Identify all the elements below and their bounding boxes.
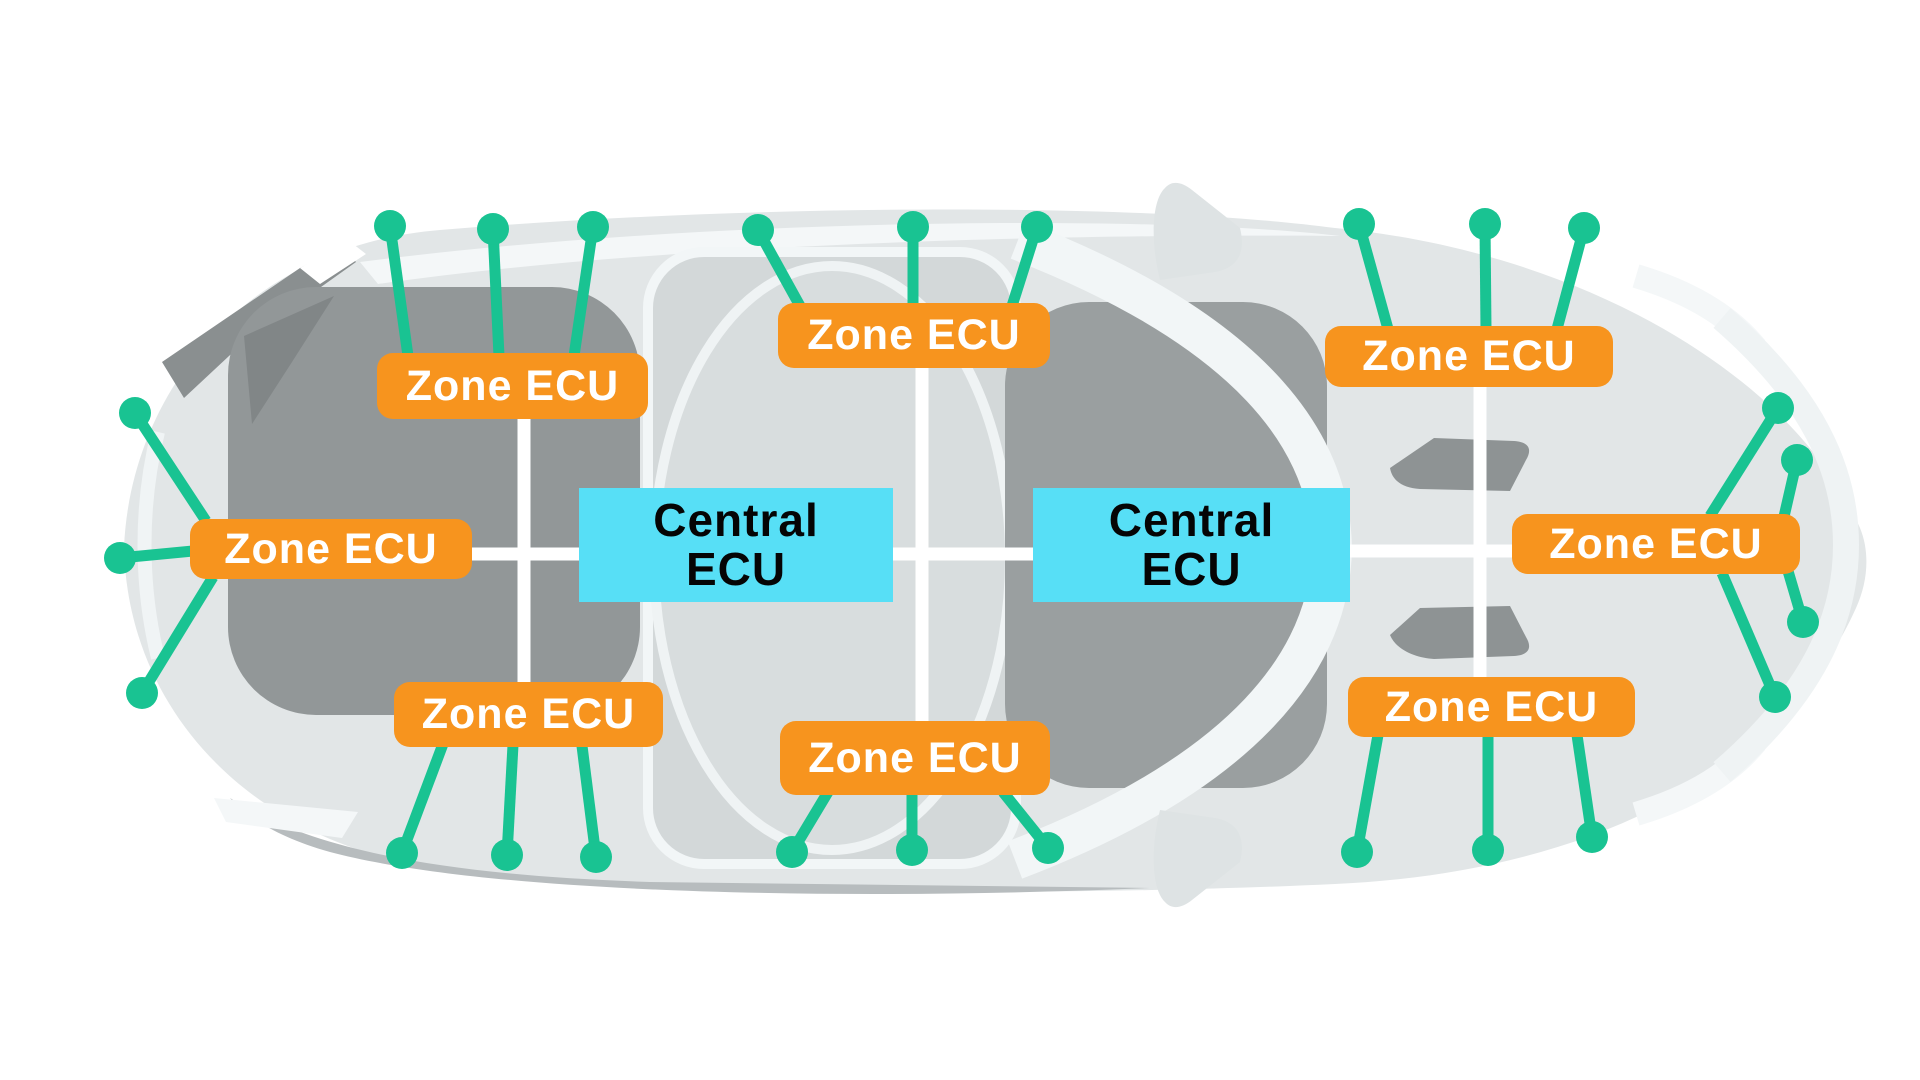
- sensor-node: [126, 677, 158, 709]
- sensor-node: [1762, 392, 1794, 424]
- sensor-node: [1576, 821, 1608, 853]
- car-rear-edge-highlight: [137, 430, 165, 660]
- sensor-link: [1479, 223, 1492, 330]
- central-ecu-label-line: ECU: [685, 543, 787, 595]
- sensor-node: [1469, 208, 1501, 240]
- car-mirror-top: [1153, 182, 1242, 280]
- central-ecu-label-line: ECU: [1141, 543, 1242, 595]
- zone-ecu-right: Zone ECU: [1512, 514, 1800, 574]
- sensor-layer: [104, 208, 1819, 873]
- sensor-node: [776, 836, 808, 868]
- sensor-link: [384, 225, 414, 357]
- central-ecu-label-line: Central: [653, 494, 819, 547]
- sensor-node: [1787, 606, 1819, 638]
- sensor-node: [477, 213, 509, 245]
- car-rear-window-shadow: [244, 296, 334, 424]
- zone-ecu-top-center: Zone ECU: [778, 303, 1050, 368]
- zone-ecu-left: Zone ECU: [190, 519, 472, 579]
- sensor-link: [487, 228, 505, 357]
- backbone-connectors: [450, 345, 1530, 745]
- sensor-link: [1571, 734, 1598, 838]
- sensor-node: [1759, 681, 1791, 713]
- sensor-link: [137, 574, 218, 696]
- sensor-node: [897, 211, 929, 243]
- sensor-link: [1353, 222, 1394, 331]
- central-ecu-label-line: Central: [1108, 494, 1275, 547]
- sensor-node: [491, 839, 523, 871]
- zone-ecu-bottom-center: Zone ECU: [780, 721, 1050, 795]
- car-mirror-bottom: [1153, 810, 1242, 908]
- sensor-node: [1781, 444, 1813, 476]
- sensor-link: [501, 744, 519, 856]
- car-vent-top: [1390, 438, 1530, 491]
- car-roof-highlight: [360, 222, 1340, 284]
- car-vent-bottom: [1390, 606, 1530, 659]
- car-sill-highlight: [214, 798, 358, 838]
- sensor-node: [386, 837, 418, 869]
- sensor-node: [374, 210, 406, 242]
- zone-ecu-bottom-left: Zone ECU: [394, 682, 663, 747]
- sensor-node: [104, 542, 136, 574]
- zone-ecu-bottom-right: Zone ECU: [1348, 677, 1635, 737]
- car-sill-shade: [230, 798, 1150, 894]
- sensor-node: [1472, 834, 1504, 866]
- sensor-link: [130, 409, 211, 525]
- sensor-link: [576, 745, 602, 858]
- sensor-node: [1021, 211, 1053, 243]
- sensor-link: [568, 226, 599, 357]
- sensor-node: [1341, 836, 1373, 868]
- zone-ecu-top-left: Zone ECU: [377, 353, 648, 419]
- sensor-node: [896, 834, 928, 866]
- sensor-node: [1032, 832, 1064, 864]
- sensor-node: [580, 841, 612, 873]
- car-rear-stripe-white: [300, 240, 366, 284]
- zone-ecu-top-right: Zone ECU: [1325, 326, 1613, 387]
- sensor-node: [1568, 212, 1600, 244]
- sensor-link: [396, 742, 449, 855]
- sensor-link: [1705, 405, 1783, 519]
- sensor-node: [577, 211, 609, 243]
- sensor-link: [1351, 734, 1384, 853]
- sensor-link: [1551, 226, 1590, 331]
- sensor-link: [1716, 570, 1781, 700]
- sensor-node: [119, 397, 151, 429]
- sensor-node: [742, 214, 774, 246]
- sensor-node: [1343, 208, 1375, 240]
